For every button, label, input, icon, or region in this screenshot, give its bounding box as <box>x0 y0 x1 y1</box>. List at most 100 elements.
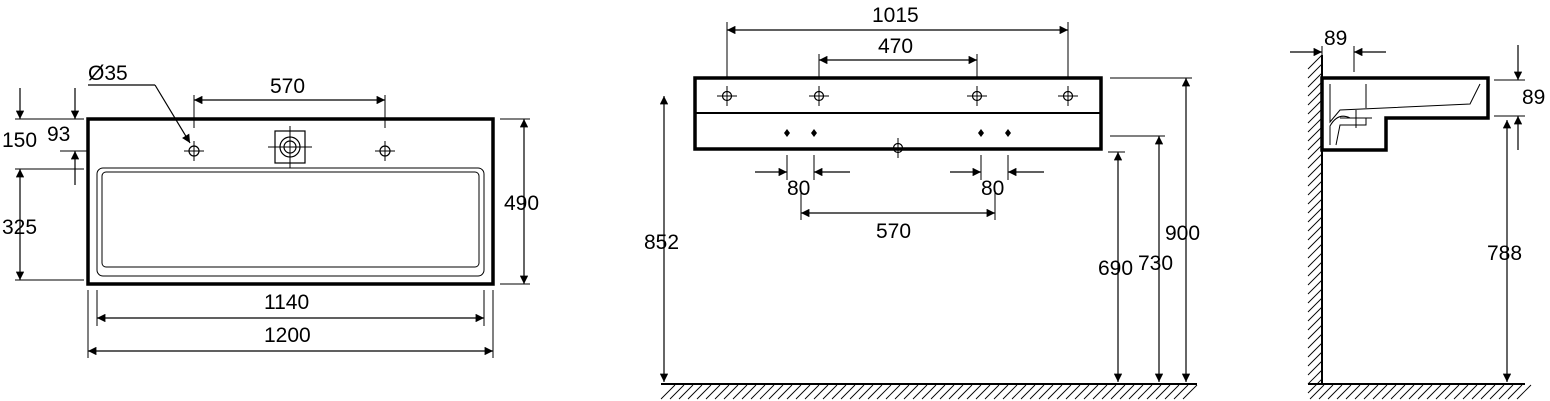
hatch-stroke <box>1307 99 1323 115</box>
hatch-stroke <box>1453 384 1469 400</box>
hatch-stroke <box>966 384 982 400</box>
hatch-stroke <box>1307 333 1323 349</box>
hatch-stroke <box>1307 162 1323 178</box>
hatch-stroke <box>1307 225 1323 241</box>
hatch-stroke <box>1354 384 1370 400</box>
hatch-stroke <box>1498 384 1514 400</box>
hatch-stroke <box>1182 384 1198 400</box>
hatch-stroke <box>1408 384 1424 400</box>
hatch-stroke <box>1327 384 1343 400</box>
top-height-label: 852 <box>644 231 679 254</box>
drain-outlet <box>268 126 312 168</box>
hatch-stroke <box>1056 384 1072 400</box>
fixing-hole-2 <box>809 86 829 106</box>
hatch-stroke <box>1065 384 1081 400</box>
hatch-stroke <box>1029 384 1045 400</box>
hatch-stroke <box>1047 384 1063 400</box>
hatch-stroke <box>867 384 883 400</box>
hatch-stroke <box>1390 384 1406 400</box>
hatch-stroke <box>1307 54 1323 70</box>
bracket-holes-right <box>978 129 1011 137</box>
hatch-stroke <box>1336 384 1352 400</box>
hatch-stroke <box>1092 384 1108 400</box>
waste-trap <box>1329 115 1367 146</box>
basin-inner-profile <box>1329 83 1481 124</box>
hatch-stroke <box>885 384 901 400</box>
hole-offset-label: 93 <box>47 123 70 146</box>
rim-height-label: 900 <box>1165 222 1200 245</box>
hatch-stroke <box>1363 384 1379 400</box>
wall-hatch <box>1307 54 1323 394</box>
tap-spacing-label: 570 <box>270 75 305 98</box>
hatch-stroke <box>1038 384 1054 400</box>
bowl-outline-outer <box>96 167 485 277</box>
hatch-stroke <box>1128 384 1144 400</box>
hatch-stroke <box>1307 171 1323 187</box>
hatch-stroke <box>1074 384 1090 400</box>
tap-hole-left <box>184 141 204 161</box>
hatch-stroke <box>813 384 829 400</box>
hatch-stroke <box>1307 306 1323 322</box>
hatch-stroke <box>1372 384 1388 400</box>
hatch-stroke <box>939 384 955 400</box>
bracket-spacing-left-label: 80 <box>787 177 810 200</box>
hatch-stroke <box>1307 81 1323 97</box>
hatch-stroke <box>1307 378 1323 394</box>
hatch-stroke <box>957 384 973 400</box>
hatch-stroke <box>1146 384 1162 400</box>
hatch-stroke <box>858 384 874 400</box>
hatch-stroke <box>750 384 766 400</box>
hatch-stroke <box>1307 252 1323 268</box>
hatch-stroke <box>1345 384 1361 400</box>
basin-profile <box>1320 76 1490 152</box>
height-690-label: 690 <box>1098 257 1133 280</box>
hatch-stroke <box>1307 342 1323 358</box>
hatch-stroke <box>984 384 1000 400</box>
hatch-stroke <box>1417 384 1433 400</box>
plan-view: Ø35 570 490 150 93 325 1140 1200 <box>2 62 539 358</box>
hatch-stroke <box>1444 384 1460 400</box>
bracket-spacing-right-label: 80 <box>981 177 1004 200</box>
hatch-stroke <box>1307 72 1323 88</box>
hatch-stroke <box>1381 384 1397 400</box>
hatch-stroke <box>1307 108 1323 124</box>
hatch-stroke <box>1507 384 1523 400</box>
hatch-stroke <box>1307 243 1323 259</box>
hatch-stroke <box>840 384 856 400</box>
hatch-stroke <box>1307 288 1323 304</box>
hatch-stroke <box>1164 384 1180 400</box>
bowl-outline-inner <box>101 171 480 268</box>
floor-hatch-side <box>1309 384 1532 400</box>
hatch-stroke <box>1516 384 1532 400</box>
hatch-stroke <box>1155 384 1171 400</box>
basin-outline <box>86 117 495 286</box>
hatch-stroke <box>1307 180 1323 196</box>
hatch-stroke <box>1489 384 1505 400</box>
hatch-stroke <box>1020 384 1036 400</box>
hatch-stroke <box>795 384 811 400</box>
hatch-stroke <box>1307 234 1323 250</box>
hatch-stroke <box>1137 384 1153 400</box>
hole-diameter-label: Ø35 <box>88 62 128 85</box>
hatch-stroke <box>1399 384 1415 400</box>
hatch-stroke <box>849 384 865 400</box>
total-width-label: 1200 <box>264 324 311 347</box>
hatch-stroke <box>705 384 721 400</box>
hatch-stroke <box>1307 189 1323 205</box>
hatch-stroke <box>777 384 793 400</box>
fixing-hole-1 <box>717 86 737 106</box>
fixing-spacing-inner-label: 470 <box>878 35 913 58</box>
hatch-stroke <box>1307 144 1323 160</box>
hatch-stroke <box>1307 360 1323 376</box>
hatch-stroke <box>894 384 910 400</box>
front-drain <box>888 138 908 158</box>
hatch-stroke <box>660 384 676 400</box>
hatch-stroke <box>1309 384 1325 400</box>
tap-hole-right <box>375 141 395 161</box>
hatch-stroke <box>1307 324 1323 340</box>
hatch-stroke <box>993 384 1009 400</box>
deck-depth-label: 150 <box>2 129 37 152</box>
hatch-stroke <box>1173 384 1189 400</box>
hatch-stroke <box>1110 384 1126 400</box>
hatch-stroke <box>1307 135 1323 151</box>
